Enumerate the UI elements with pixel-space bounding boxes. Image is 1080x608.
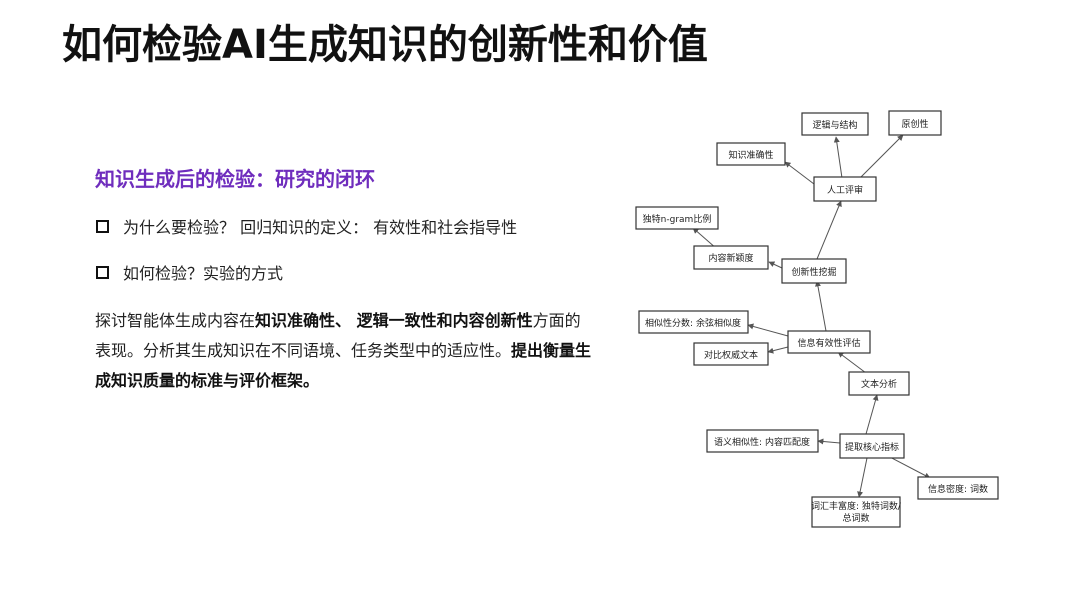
node-novelty: 内容新颖度 (693, 245, 769, 270)
node-originality-label: 原创性 (901, 118, 928, 130)
edge-validity-to-authority (767, 346, 789, 354)
node-similarity-score-label: 相似性分数: 余弦相似度 (645, 317, 741, 329)
edge-validity-to-innovation (815, 280, 827, 332)
node-semantic-similarity: 语义相似性: 内容匹配度 (706, 429, 819, 453)
node-logic-structure-label: 逻辑与结构 (812, 119, 857, 131)
bullet-list: 为什么要检验？ 回归知识的定义： 有效性和社会指导性 如何检验？实验的方式 (96, 213, 517, 305)
node-vocab-richness: 词汇丰富度: 独特词数/ 总词数 (811, 496, 902, 528)
node-validity-eval: 信息有效性评估 (787, 330, 871, 354)
node-originality: 原创性 (888, 110, 942, 136)
edge-review-to-originality (859, 134, 904, 179)
edge-review-to-accuracy (784, 161, 815, 185)
edge-metrics-to-vocab (857, 457, 868, 498)
node-info-density: 信息密度: 词数 (917, 476, 999, 500)
paragraph-text-2: 方面的表现。分析其生成知识在不同语境、任务类型中的适应性。 (95, 311, 581, 360)
node-innovation-mining-label: 创新性挖掘 (791, 266, 836, 278)
bullet-text-how: 如何检验？实验的方式 (123, 264, 284, 283)
node-authority-compare-label: 对比权威文本 (704, 349, 758, 361)
node-innovation-mining: 创新性挖掘 (781, 258, 847, 284)
paragraph-bold-1: 知识准确性、 逻辑一致性和内容创新性 (255, 311, 533, 330)
edge-innovation-to-review (816, 200, 842, 260)
edge-metrics-to-semantic (817, 438, 841, 445)
node-vocab-richness-label-1: 词汇丰富度: 独特词数/ (811, 500, 902, 512)
description-paragraph: 探讨智能体生成内容在知识准确性、 逻辑一致性和内容创新性方面的表现。分析其生成知… (95, 306, 595, 396)
edge-metrics-to-analysis (865, 394, 879, 435)
node-accuracy-label: 知识准确性 (728, 149, 773, 161)
node-ngram-ratio-label: 独特n-gram比例 (643, 213, 712, 225)
square-bullet-icon (96, 219, 109, 233)
node-core-metrics-label: 提取核心指标 (845, 441, 899, 453)
node-core-metrics: 提取核心指标 (839, 433, 905, 459)
node-validity-eval-label: 信息有效性评估 (797, 337, 860, 349)
section-heading: 知识生成后的检验：研究的闭环 (95, 167, 375, 191)
edge-review-to-logic (833, 136, 843, 179)
bullet-text-why: 为什么要检验？ 回归知识的定义： 有效性和社会指导性 (123, 218, 518, 237)
node-similarity-score: 相似性分数: 余弦相似度 (638, 310, 749, 334)
edge-analysis-to-validity (837, 351, 867, 374)
node-info-density-label: 信息密度: 词数 (928, 483, 988, 495)
node-text-analysis: 文本分析 (848, 371, 910, 396)
paragraph-bold-2: 提出衡量生成知识质量的标准与评价框架。 (95, 341, 592, 390)
bullet-item-how: 如何检验？实验的方式 (96, 259, 517, 285)
slide-title: 如何检验AI生成知识的创新性和价值 (62, 22, 708, 68)
edge-metrics-to-density (887, 455, 931, 479)
node-vocab-richness-label-2: 总词数 (842, 512, 869, 524)
paragraph-text-1: 探讨智能体生成内容在 (95, 311, 256, 330)
node-novelty-label: 内容新颖度 (708, 252, 753, 264)
node-human-review-label: 人工评审 (827, 184, 863, 196)
node-accuracy: 知识准确性 (716, 142, 786, 166)
node-text-analysis-label: 文本分析 (861, 378, 897, 390)
edge-validity-to-similarity (747, 323, 789, 337)
node-semantic-similarity-label: 语义相似性: 内容匹配度 (714, 436, 810, 448)
node-logic-structure: 逻辑与结构 (801, 112, 869, 136)
node-human-review: 人工评审 (813, 176, 877, 202)
edge-innovation-to-novelty (768, 261, 783, 269)
square-bullet-icon (96, 265, 109, 279)
bullet-item-why: 为什么要检验？ 回归知识的定义： 有效性和社会指导性 (96, 213, 517, 239)
node-ngram-ratio: 独特n-gram比例 (635, 206, 719, 230)
node-authority-compare: 对比权威文本 (693, 342, 769, 366)
